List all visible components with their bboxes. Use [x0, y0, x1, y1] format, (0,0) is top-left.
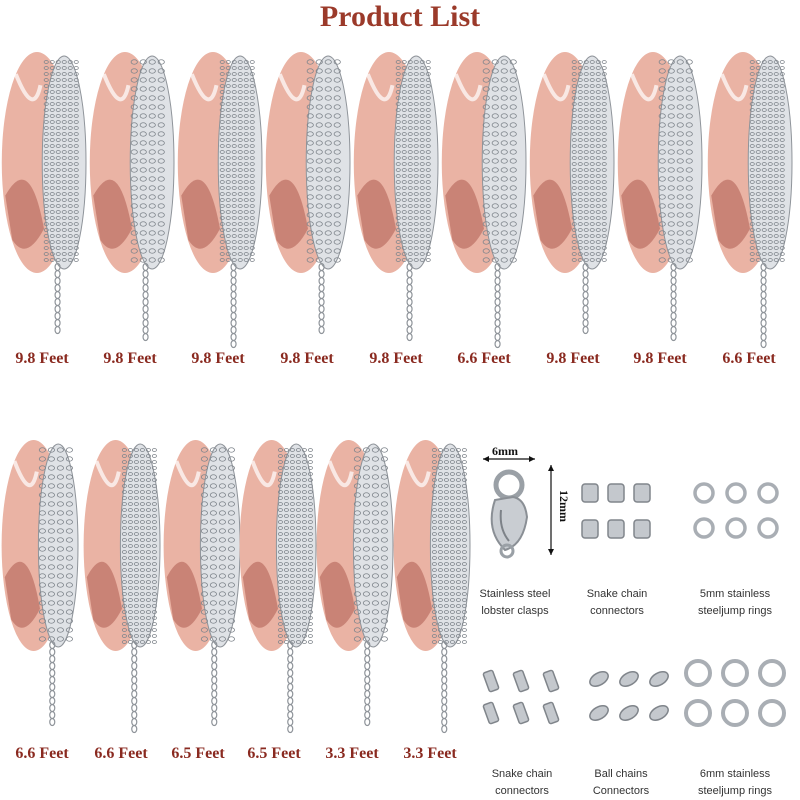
lobster-clasp-image — [475, 455, 565, 570]
chain-spool-image — [315, 438, 395, 728]
chain-spool-image — [82, 438, 162, 738]
chain-spool-image — [176, 50, 264, 355]
chain-length-label: 9.8 Feet — [369, 350, 423, 367]
chain-length-label: 6.6 Feet — [722, 350, 776, 367]
chain-spool-image — [440, 50, 528, 355]
5mm-jump-rings-image — [690, 478, 790, 553]
chain-length-label: 3.3 Feet — [325, 745, 379, 762]
chain-length-label: 6.6 Feet — [15, 745, 69, 762]
snake-chain-connectors-image — [480, 665, 570, 735]
chain-spool-image — [352, 50, 440, 345]
chain-length-label: 6.5 Feet — [247, 745, 301, 762]
chain-spool-image — [0, 50, 88, 335]
ball-chain-connectors-image — [585, 665, 675, 735]
chain-spool-image — [162, 438, 242, 728]
chain-spool-image — [616, 50, 704, 345]
chain-length-label: 9.8 Feet — [546, 350, 600, 367]
chain-spool-image — [238, 438, 318, 738]
chain-length-label: 9.8 Feet — [103, 350, 157, 367]
snake-chain-connectors-image — [578, 478, 658, 553]
page-title: Product List — [319, 0, 481, 33]
6mm-jump-rings-image — [680, 655, 790, 740]
chain-spool-image — [88, 50, 176, 345]
clasp-width-dimension: 6mm — [492, 444, 518, 458]
chain-length-label: 3.3 Feet — [403, 745, 457, 762]
chain-length-label: 9.8 Feet — [191, 350, 245, 367]
chain-spool-image — [706, 50, 794, 355]
chain-spool-image — [0, 438, 80, 728]
chain-length-label: 6.6 Feet — [94, 745, 148, 762]
clasp-height-dimension: 12mm — [557, 490, 571, 522]
chain-length-label: 9.8 Feet — [15, 350, 69, 367]
chain-spool-image — [528, 50, 616, 335]
chain-length-label: 9.8 Feet — [280, 350, 334, 367]
chain-length-label: 6.5 Feet — [171, 745, 225, 762]
chain-spool-image — [392, 438, 472, 738]
chain-length-label: 6.6 Feet — [457, 350, 511, 367]
chain-length-label: 9.8 Feet — [633, 350, 687, 367]
chain-spool-image — [264, 50, 352, 335]
